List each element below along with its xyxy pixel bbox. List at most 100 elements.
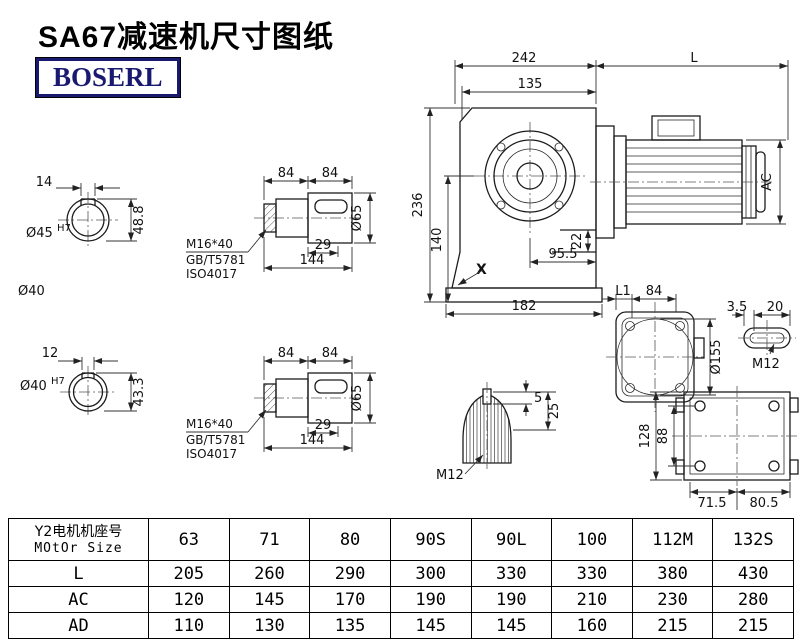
size-value-cell: 215 — [631, 612, 714, 639]
size-value-cell: 130 — [228, 612, 311, 639]
label-dia-note: Ø40 — [18, 284, 45, 299]
row-label-L: L — [8, 560, 149, 587]
corner-mark-x: X — [476, 262, 487, 278]
table-header-cn: Y2电机机座号 — [34, 523, 123, 540]
dim-segment1: 84 — [278, 166, 295, 181]
mount-hole — [768, 460, 780, 472]
size-value-cell: 135 — [309, 612, 391, 639]
motor-size-col: 63 — [148, 518, 230, 561]
row-label-AC: AC — [8, 586, 149, 613]
dim-slot-offset: 3.5 — [727, 300, 748, 315]
dim-motor-length: L — [690, 51, 698, 66]
size-value-cell: 215 — [712, 612, 794, 639]
motor-size-col: 71 — [228, 518, 311, 561]
view-shaft-tip: 5 25 M12 — [436, 380, 562, 483]
dim-shaft-dia: Ø65 — [350, 205, 365, 232]
size-value-cell: 210 — [551, 586, 633, 613]
label-thread-m12: M12 — [436, 468, 464, 483]
motor-fins — [626, 147, 742, 213]
size-value-cell: 330 — [470, 560, 553, 587]
brand-logo: BOSERL — [36, 58, 180, 97]
dim-key-height: 5 — [534, 391, 542, 406]
motor-size-col: 132S — [712, 518, 794, 561]
table-corner-header: Y2电机机座号 MOtOr Size — [8, 518, 149, 561]
size-value-cell: 205 — [148, 560, 230, 587]
view-side: L1 84 Ø155 3.5 20 M12 — [602, 284, 796, 412]
dim-base-height: 128 — [638, 424, 653, 449]
size-value-cell: 300 — [389, 560, 472, 587]
size-value-cell: 280 — [712, 586, 794, 613]
dim-shaft-height: 43.3 — [132, 378, 147, 407]
technical-drawing: 14 48.8 Ø45 H7 Ø40 12 43.3 Ø40 H7 — [18, 51, 799, 511]
dim-step: 22 — [570, 233, 585, 250]
size-value-cell: 330 — [551, 560, 633, 587]
motor-size-col: 100 — [551, 518, 633, 561]
dim-base-width: 182 — [512, 299, 537, 314]
dim-shaft-dia: Ø65 — [350, 385, 365, 412]
dim-total-height: 236 — [411, 193, 426, 218]
dim-motor-dia: AC — [760, 173, 775, 191]
size-value-cell: 190 — [470, 586, 553, 613]
dim-slot-width: 20 — [767, 300, 784, 315]
dim-boss-dia: Ø155 — [709, 339, 724, 374]
size-value-cell: 380 — [631, 560, 714, 587]
size-value-cell: 110 — [148, 612, 230, 639]
dim-key-depth: 25 — [547, 403, 562, 420]
label-bore-dia: Ø45 — [26, 226, 53, 241]
note-standard-iso: ISO4017 — [186, 267, 237, 281]
label-bore-tolerance: H7 — [51, 376, 65, 387]
note-standard-gb: GB/T5781 — [186, 433, 245, 447]
note-bolt: M16*40 — [186, 417, 233, 431]
dim-offset: 95.5 — [549, 247, 578, 262]
bolt-washer-hatch — [263, 203, 277, 233]
motor-size-col: 112M — [631, 518, 714, 561]
size-value-cell: 120 — [148, 586, 230, 613]
dim-hole-span: 88 — [656, 428, 671, 445]
view-shaft-side-2: 84 84 29 144 Ø65 M16*40 GB/T5781 ISO4017 — [186, 346, 376, 461]
dim-right-span: 80.5 — [750, 496, 779, 511]
mount-hole — [694, 460, 706, 472]
view-main-front: 242 L 135 236 140 22 95.5 182 X AC — [411, 51, 789, 318]
shaft-bore-circle — [72, 376, 104, 408]
dim-segment2: 84 — [322, 166, 339, 181]
view-shaft-side-1: 84 84 29 144 Ø65 M16*40 GB/T5781 ISO4017 — [186, 166, 376, 281]
size-value-cell: 145 — [389, 612, 472, 639]
note-standard-gb: GB/T5781 — [186, 253, 245, 267]
size-value-cell: 260 — [228, 560, 311, 587]
motor-size-col: 90S — [389, 518, 472, 561]
cable-gland — [693, 337, 705, 359]
dim-left-span: 71.5 — [698, 496, 727, 511]
dim-key-length: 29 — [315, 238, 332, 253]
size-value-cell: 160 — [551, 612, 633, 639]
view-bottom: 128 88 71.5 80.5 — [638, 386, 799, 511]
note-bolt: M16*40 — [186, 237, 233, 251]
dim-center-height: 140 — [430, 228, 445, 253]
dim-keyway-width: 12 — [42, 346, 59, 361]
size-value-cell: 170 — [309, 586, 391, 613]
note-standard-iso: ISO4017 — [186, 447, 237, 461]
keyway-slot — [314, 379, 348, 394]
page-title: SA67减速机尺寸图纸 — [38, 21, 335, 54]
size-value-cell: 290 — [309, 560, 391, 587]
label-bore-dia: Ø40 — [20, 379, 47, 394]
dim-housing-width: 242 — [512, 51, 537, 66]
size-value-cell: 145 — [470, 612, 553, 639]
table-header-en: MOtOr Size — [34, 540, 123, 556]
dim-segment2: 84 — [322, 346, 339, 361]
dim-total-length: 144 — [300, 433, 325, 448]
dim-keyway-width: 14 — [36, 175, 53, 190]
motor-size-table: Y2电机机座号 MOtOr Size 63 71 80 90S 90L 100 … — [8, 518, 794, 639]
dim-key-length: 29 — [315, 418, 332, 433]
size-value-cell: 230 — [631, 586, 714, 613]
label-bore-tolerance: H7 — [57, 223, 71, 234]
row-label-AD: AD — [8, 612, 149, 639]
dim-total-length: 144 — [300, 253, 325, 268]
size-value-cell: 190 — [389, 586, 472, 613]
bolt-washer-hatch — [263, 383, 277, 413]
terminal-box — [651, 115, 701, 141]
keyway-slot — [314, 199, 348, 214]
dim-flange-l1: L1 — [615, 284, 631, 299]
dim-inner-width: 135 — [518, 77, 543, 92]
view-shaft-hole-bottom: 12 43.3 Ø40 H7 — [20, 346, 147, 418]
dim-width-84: 84 — [646, 284, 663, 299]
